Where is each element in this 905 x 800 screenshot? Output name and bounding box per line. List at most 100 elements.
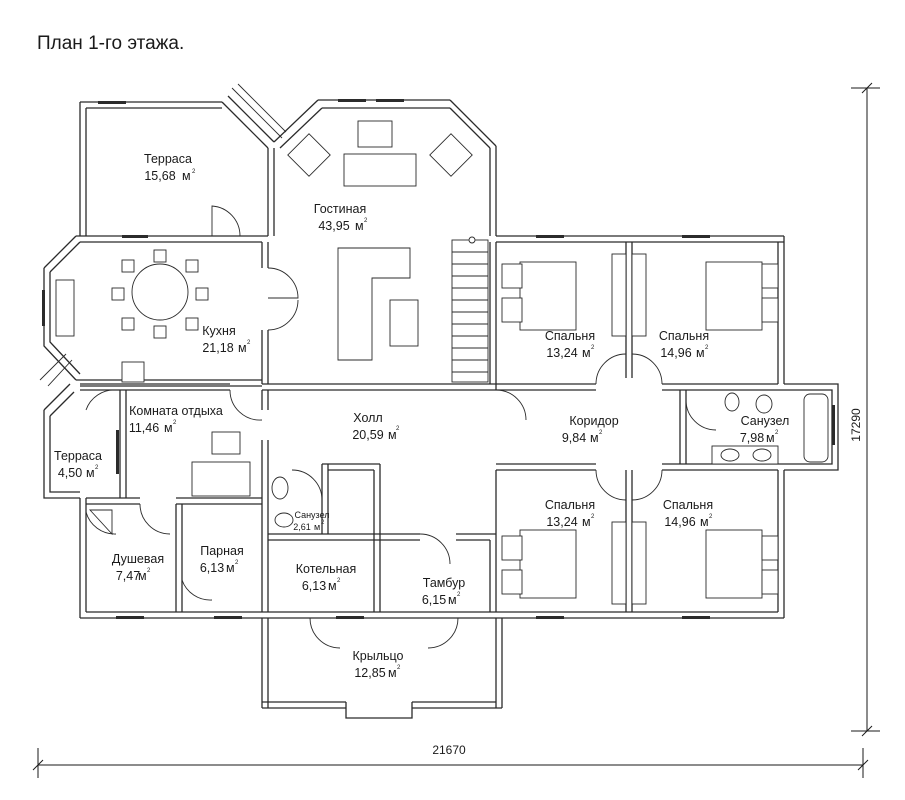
area-unit: м: [388, 666, 397, 680]
area-exponent: 2: [173, 420, 177, 426]
area-unit: м: [582, 515, 591, 529]
room-labels: Терраса 15,68 м 2 Гостиная 43,95 м 2 Кух…: [54, 152, 789, 680]
room-area: 13,24: [546, 515, 577, 529]
room-porch: Крыльцо 12,85 м 2: [353, 649, 404, 680]
area-unit: м: [314, 522, 320, 532]
dimension-height: 17290: [849, 82, 880, 737]
room-bedroom-4: Спальня 14,96 м 2: [663, 498, 713, 529]
room-lounge: Комната отдыха 11,46 м 2: [129, 404, 223, 435]
room-area: 14,96: [660, 346, 691, 360]
area-exponent: 2: [599, 430, 603, 436]
dimension-height-label: 17290: [849, 408, 863, 442]
dimension-width: 21670: [32, 743, 869, 778]
room-name: Терраса: [54, 449, 102, 463]
room-name: Кухня: [202, 324, 235, 338]
area-exponent: 2: [591, 345, 595, 351]
room-name: Душевая: [112, 552, 164, 566]
area-unit: м: [700, 515, 709, 529]
room-area: 13,24: [546, 346, 577, 360]
room-terrace-small: Терраса 4,50 м 2: [54, 449, 102, 480]
area-unit: м: [238, 341, 247, 355]
doors: [85, 205, 717, 649]
room-name: Парная: [200, 544, 244, 558]
room-area: 2,61: [293, 522, 311, 532]
room-name: Спальня: [663, 498, 713, 512]
room-terrace-top: Терраса 15,68 м 2: [144, 152, 196, 183]
area-unit: м: [226, 561, 235, 575]
room-area: 15,68: [144, 169, 175, 183]
area-exponent: 2: [337, 578, 341, 584]
room-area: 21,18: [202, 341, 233, 355]
area-unit: м: [328, 579, 337, 593]
room-hall: Холл 20,59 м 2: [352, 411, 400, 442]
room-boiler-room: Котельная 6,13 м 2: [296, 562, 357, 593]
area-exponent: 2: [396, 426, 400, 432]
area-exponent: 2: [247, 340, 251, 346]
area-unit: м: [86, 466, 95, 480]
area-exponent: 2: [147, 568, 151, 574]
room-name: Спальня: [545, 498, 595, 512]
windows: [39, 83, 835, 619]
room-name: Тамбур: [423, 576, 465, 590]
room-bedroom-3: Спальня 13,24 м 2: [545, 498, 595, 529]
area-exponent: 2: [321, 520, 325, 526]
area-unit: м: [164, 421, 173, 435]
area-exponent: 2: [709, 514, 713, 520]
room-name: Крыльцо: [353, 649, 404, 663]
dimension-width-label: 21670: [432, 743, 466, 757]
room-area: 43,95: [318, 219, 349, 233]
area-unit: м: [590, 431, 599, 445]
room-area: 14,96: [664, 515, 695, 529]
room-name: Котельная: [296, 562, 357, 576]
area-exponent: 2: [775, 430, 779, 436]
area-unit: м: [182, 169, 191, 183]
room-name: Коридор: [569, 414, 618, 428]
room-name: Спальня: [659, 329, 709, 343]
room-kitchen: Кухня 21,18 м 2: [202, 324, 251, 355]
room-shower: Душевая 7,47 м 2: [112, 552, 164, 583]
area-unit: м: [388, 428, 397, 442]
room-vestibule: Тамбур 6,15 м 2: [422, 576, 465, 607]
area-exponent: 2: [235, 560, 239, 566]
area-exponent: 2: [397, 665, 401, 671]
room-area: 7,98: [740, 431, 764, 445]
furniture: [55, 120, 829, 605]
room-name: Комната отдыха: [129, 404, 223, 418]
area-exponent: 2: [95, 465, 99, 471]
room-name: Санузел: [294, 510, 329, 520]
room-name: Санузел: [741, 414, 790, 428]
area-exponent: 2: [364, 218, 368, 224]
area-exponent: 2: [457, 592, 461, 598]
room-bathroom-big: Санузел 7,98 м 2: [740, 414, 790, 445]
area-unit: м: [355, 219, 364, 233]
area-unit: м: [582, 346, 591, 360]
room-area: 7,47: [116, 569, 140, 583]
plan-title: План 1-го этажа.: [37, 33, 185, 54]
room-name: Гостиная: [314, 202, 366, 216]
room-area: 9,84: [562, 431, 586, 445]
room-name: Терраса: [144, 152, 192, 166]
area-unit: м: [766, 431, 775, 445]
area-unit: м: [696, 346, 705, 360]
room-area: 6,13: [302, 579, 326, 593]
room-area: 6,13: [200, 561, 224, 575]
room-bedroom-1: Спальня 13,24 м 2: [545, 329, 595, 360]
area-exponent: 2: [591, 514, 595, 520]
room-area: 12,85: [354, 666, 385, 680]
room-name: Спальня: [545, 329, 595, 343]
area-unit: м: [138, 569, 147, 583]
room-steam-room: Парная 6,13 м 2: [200, 544, 244, 575]
area-exponent: 2: [192, 169, 196, 175]
area-exponent: 2: [705, 345, 709, 351]
room-wc-small: Санузел 2,61 м 2: [293, 510, 329, 532]
room-living-room: Гостиная 43,95 м 2: [314, 202, 368, 233]
room-area: 11,46: [129, 421, 159, 435]
room-area: 6,15: [422, 593, 446, 607]
room-name: Холл: [353, 411, 382, 425]
room-bedroom-2: Спальня 14,96 м 2: [659, 329, 709, 360]
staircase: [451, 236, 489, 383]
room-area: 20,59: [352, 428, 383, 442]
room-corridor: Коридор 9,84 м 2: [562, 414, 619, 445]
area-unit: м: [448, 593, 457, 607]
